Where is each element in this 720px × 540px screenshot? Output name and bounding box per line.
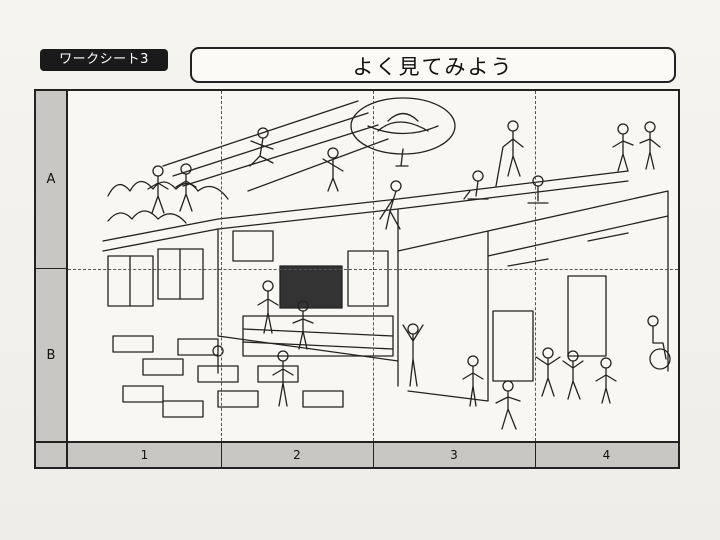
desk [162, 400, 204, 418]
doorway [492, 310, 534, 382]
notice-board [347, 250, 389, 307]
desk [112, 335, 154, 353]
col-label-2: 2 [293, 448, 301, 462]
row-header-b: B [36, 269, 68, 441]
row-label-a: A [46, 172, 56, 187]
tree-canopy [350, 97, 456, 155]
grid-divider [68, 269, 678, 270]
row-header-a: A [36, 91, 68, 269]
col-label-4: 4 [602, 448, 611, 462]
desk [217, 390, 259, 408]
desk [142, 358, 184, 376]
grid-divider [535, 91, 536, 441]
picture-grid: A B 1 2 3 4 [34, 89, 680, 469]
col-header-1: 1 [68, 441, 221, 467]
col-header-3: 3 [373, 441, 535, 467]
track-line [162, 100, 359, 167]
col-label-3: 3 [450, 448, 458, 462]
blackboard [279, 265, 343, 309]
col-header-4: 4 [535, 441, 678, 467]
page-title: よく見てみよう [190, 47, 676, 83]
desk [257, 365, 299, 383]
col-label-1: 1 [140, 448, 149, 462]
col-header-2: 2 [221, 441, 373, 467]
desk [177, 338, 219, 356]
grid-divider [221, 91, 222, 441]
corridor-wall [397, 230, 489, 402]
corner-cell [36, 441, 68, 467]
doorway [567, 275, 607, 357]
desk [122, 385, 164, 403]
worksheet-number-badge: ワークシート3 [40, 49, 168, 71]
grid-divider [373, 91, 374, 441]
bushes [107, 180, 229, 200]
notice-board [232, 230, 274, 262]
row-label-b: B [46, 347, 56, 363]
roof-edge [102, 170, 629, 242]
tree-trunk [395, 148, 409, 167]
col-separator [221, 441, 222, 467]
desk [302, 390, 344, 408]
col-separator [535, 441, 536, 467]
col-separator [373, 441, 374, 467]
school-scene-illustration [102, 97, 671, 430]
people [147, 120, 671, 430]
